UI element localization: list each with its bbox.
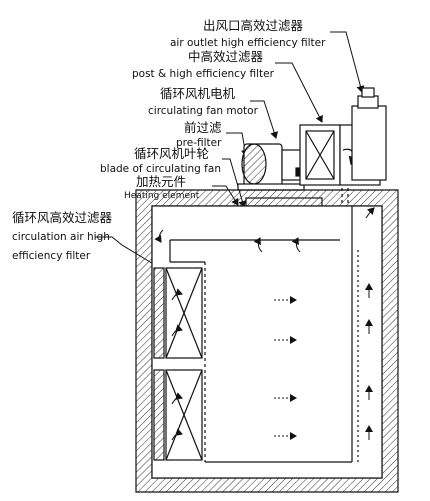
label-post-filter-zh: 中高效过滤器 — [188, 49, 264, 64]
label-circulation-zh: 循环风高效过滤器 — [12, 210, 113, 225]
outlet-filter-housing — [351, 105, 387, 181]
label-fan-motor-en: circulating fan motor — [148, 105, 259, 117]
label-circulation-en-1: circulation air high — [12, 231, 110, 243]
label-air-outlet-en: air outlet high efficiency filter — [170, 37, 326, 49]
label-pre-filter-en: pre-filter — [176, 137, 222, 149]
label-fan-motor-zh: 循环风机电机 — [160, 86, 236, 101]
label-blade-en: blade of circulating fan — [100, 163, 221, 175]
airflow-arrows — [154, 207, 375, 441]
label-post-filter-en: post & high efficiency filter — [132, 68, 275, 80]
leader-lines — [95, 31, 365, 269]
top-machinery — [232, 87, 387, 238]
labels: 出风口高效过滤器 air outlet high efficiency filt… — [12, 18, 326, 262]
circulation-filters — [153, 267, 203, 461]
label-pre-filter-zh: 前过滤 — [184, 120, 222, 135]
label-blade-zh: 循环风机叶轮 — [134, 146, 209, 161]
label-air-outlet-zh: 出风口高效过滤器 — [203, 18, 304, 33]
label-heating-en: Heating element — [124, 191, 200, 201]
motor-end-cap — [241, 143, 267, 185]
label-circulation-en-2: efficiency filter — [12, 250, 91, 262]
label-heating-zh: 加热元件 — [136, 174, 186, 189]
